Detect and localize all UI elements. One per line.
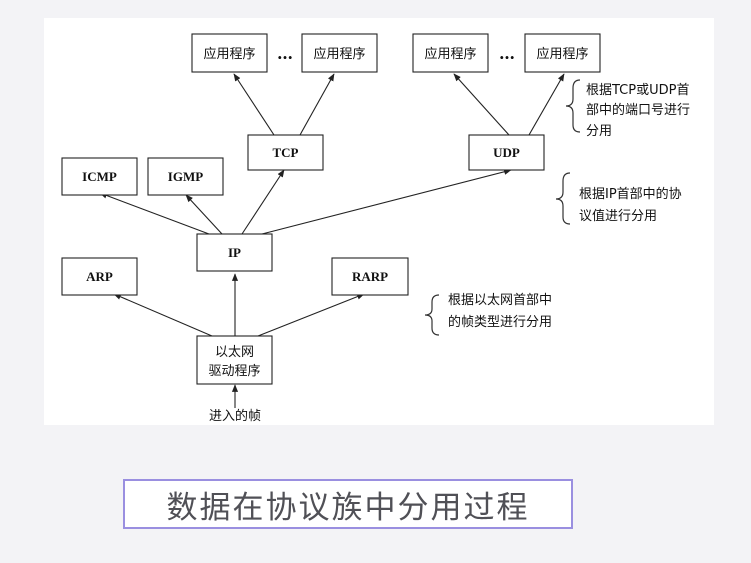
edge-ip-udp (261, 168, 512, 235)
annotation-protocol-line2: 议值进行分用 (579, 208, 657, 224)
edge-tcp-app2 (299, 73, 335, 136)
node-driver-label-line1: 以太网 (215, 345, 254, 360)
edge-tcp-app1 (233, 73, 275, 136)
node-igmp-label: IGMP (168, 169, 203, 184)
node-tcp: TCP (247, 134, 324, 171)
node-arp: ARP (61, 257, 138, 296)
ellipsis-left: … (277, 44, 293, 63)
node-icmp: ICMP (61, 157, 138, 196)
node-ip: IP (196, 233, 273, 272)
edge-driver-arp (113, 293, 213, 337)
node-app-4: 应用程序 (524, 33, 601, 73)
annotation-frame-line1: 根据以太网首部中 (448, 293, 552, 308)
edge-udp-app4 (528, 73, 565, 136)
node-udp-label: UDP (493, 145, 520, 160)
node-igmp: IGMP (147, 157, 224, 196)
brace-frame-type (424, 294, 440, 336)
brace-protocol (555, 172, 571, 225)
node-driver-label-line2: 驱动程序 (208, 364, 260, 379)
edge-ip-tcp (241, 169, 285, 235)
annotation-port-line2: 部中的端口号进行 (586, 102, 690, 118)
node-rarp-label: RARP (352, 269, 388, 284)
node-icmp-label: ICMP (82, 169, 117, 184)
edge-ip-igmp (185, 194, 223, 235)
slide-caption: 数据在协议族中分用过程 (123, 479, 573, 529)
ellipsis-right: … (499, 44, 515, 63)
node-app-2: 应用程序 (301, 33, 378, 73)
brace-port (565, 79, 581, 133)
node-arp-label: ARP (86, 269, 113, 284)
demultiplexing-diagram: 应用程序 … 应用程序 应用程序 … 应用程序 TCP UDP ICMP (61, 33, 690, 424)
node-app-4-label: 应用程序 (536, 46, 588, 62)
node-app-1: 应用程序 (191, 33, 268, 73)
annotation-port-line3: 分用 (586, 124, 612, 139)
edge-driver-rarp (257, 293, 365, 337)
node-app-1-label: 应用程序 (203, 46, 255, 62)
node-app-2-label: 应用程序 (313, 46, 365, 62)
input-frames-label: 进入的帧 (209, 408, 261, 424)
diagram-panel: 应用程序 … 应用程序 应用程序 … 应用程序 TCP UDP ICMP (44, 18, 714, 425)
node-app-3: 应用程序 (412, 33, 489, 73)
node-tcp-label: TCP (273, 145, 299, 160)
edge-udp-app3 (453, 73, 510, 136)
annotation-port-line1: 根据TCP或UDP首 (586, 83, 689, 98)
node-ethernet-driver: 以太网 驱动程序 (196, 335, 273, 385)
node-udp: UDP (468, 134, 545, 171)
edges (99, 73, 565, 408)
node-rarp: RARP (331, 257, 409, 296)
annotation-frame-line2: 的帧类型进行分用 (448, 314, 552, 330)
edge-ip-icmp (99, 192, 210, 235)
node-app-3-label: 应用程序 (424, 46, 476, 62)
node-ip-label: IP (228, 245, 241, 260)
annotation-protocol-line1: 根据IP首部中的协 (579, 186, 682, 202)
